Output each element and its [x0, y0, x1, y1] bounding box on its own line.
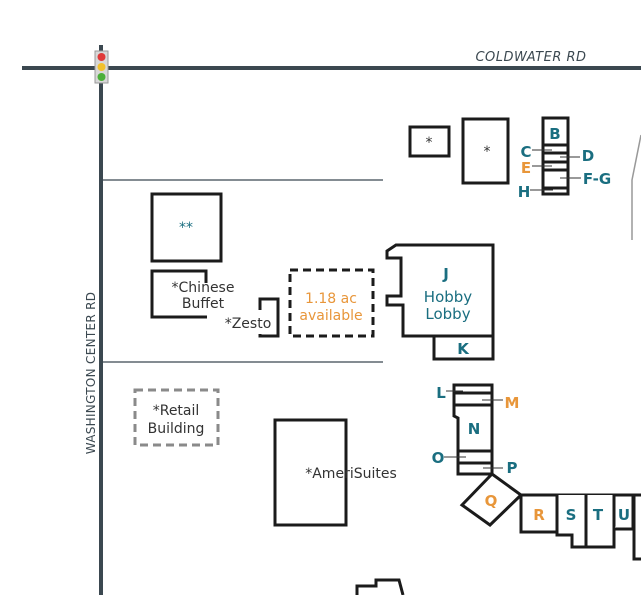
available-parcel[interactable]: 1.18 ac available [288, 268, 375, 338]
property-line [631, 134, 641, 240]
svg-text:Lobby: Lobby [425, 305, 470, 323]
unit-e-label: E [521, 159, 531, 177]
unit-k[interactable]: K [432, 334, 495, 361]
svg-text:1.18 ac: 1.18 ac [305, 291, 357, 307]
unit-t-label: T [593, 506, 604, 524]
unit-l-label: L [436, 384, 446, 402]
coldwater-rd-label: COLDWATER RD [475, 50, 586, 65]
traffic-light-icon [94, 50, 109, 84]
hobby-lobby[interactable]: J Hobby Lobby [385, 243, 495, 338]
svg-text:*: * [484, 144, 491, 160]
unit-u-label: U [618, 506, 630, 524]
strip-b-h[interactable] [530, 116, 581, 196]
zesto[interactable]: *Zesto [225, 297, 280, 338]
unit-m-label: M [505, 394, 520, 412]
svg-text:Buffet: Buffet [182, 296, 225, 312]
unit-n-label: N [468, 420, 481, 438]
chinese-buffet[interactable]: *Chinese Buffet [150, 269, 235, 319]
unit-s-label: S [566, 506, 577, 524]
svg-text:*: * [426, 135, 433, 151]
svg-text:*Chinese: *Chinese [172, 280, 235, 296]
svg-text:**: ** [179, 220, 193, 236]
amerisuites[interactable]: *AmeriSuites [273, 418, 397, 527]
outlot-double[interactable]: ** [150, 192, 223, 263]
svg-text:*AmeriSuites: *AmeriSuites [305, 466, 397, 482]
outlot-large[interactable]: * [461, 117, 510, 185]
washington-center-rd-label: WASHINGTON CENTER RD [84, 292, 98, 455]
unit-o-label: O [432, 449, 445, 467]
retail-building[interactable]: *Retail Building [133, 388, 220, 447]
outlot-small[interactable]: * [408, 125, 451, 158]
strip-r-u[interactable] [519, 493, 641, 561]
unit-fg-label: F-G [583, 170, 611, 188]
unit-q[interactable]: Q [459, 472, 524, 527]
svg-text:Building: Building [148, 421, 205, 437]
svg-text:Q: Q [485, 492, 498, 510]
unit-b-label: B [549, 125, 560, 143]
svg-text:*Zesto: *Zesto [225, 316, 272, 332]
unit-h-label: H [518, 183, 531, 201]
svg-text:Hobby: Hobby [424, 288, 472, 306]
svg-text:K: K [457, 340, 470, 358]
svg-text:J: J [442, 265, 449, 283]
unit-p-label: P [507, 459, 518, 477]
svg-text:*Retail: *Retail [153, 403, 200, 419]
svg-text:available: available [299, 308, 362, 324]
unit-c-label: C [520, 143, 531, 161]
unit-r-label: R [533, 506, 545, 524]
unit-d-label: D [582, 147, 594, 165]
partial-building [355, 578, 405, 595]
strip-l-p[interactable] [444, 383, 503, 476]
